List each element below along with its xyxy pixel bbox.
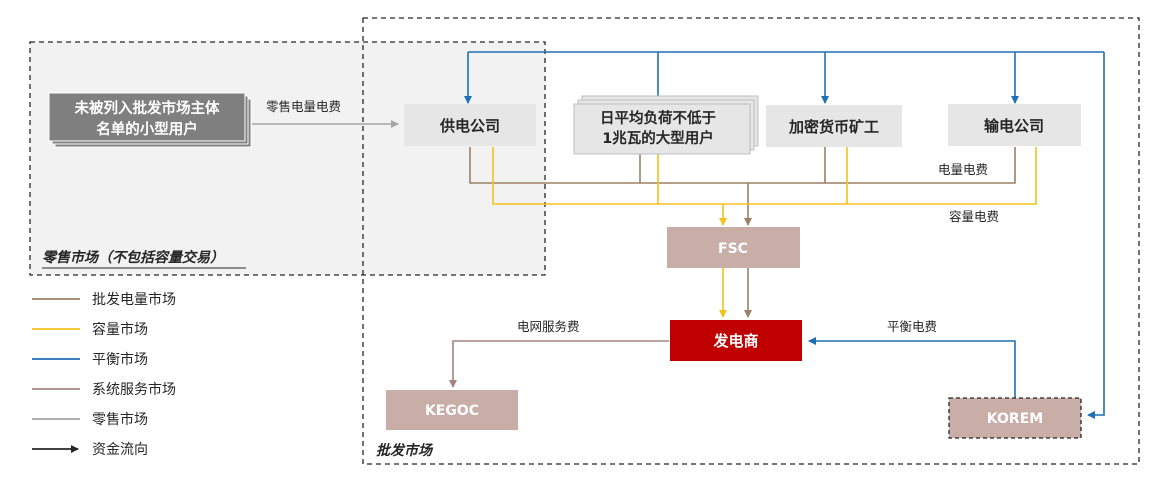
crypto-miners-label: 加密货币矿工 — [788, 118, 879, 136]
korem-label: KOREM — [987, 411, 1043, 427]
retail-market-label: 零售市场（不包括容量交易） — [42, 249, 224, 266]
legend-item: 平衡市场 — [32, 351, 148, 368]
generators-label: 发电商 — [712, 332, 758, 350]
wholesale-market-region — [362, 17, 1140, 465]
small-users-node: 未被列入批发市场主体 名单的小型用户 — [48, 92, 252, 148]
energy-fee-label: 电量电费 — [938, 162, 988, 177]
retail-fee-label: 零售电量电费 — [266, 99, 341, 114]
legend-item: 资金流向 — [32, 442, 148, 458]
legend-item: 系统服务市场 — [32, 381, 176, 398]
grid-service-fee-label: 电网服务费 — [517, 319, 580, 334]
supply-company-label: 供电公司 — [439, 117, 500, 135]
energy-flow-lines — [469, 147, 1016, 318]
fsc-label: FSC — [718, 241, 748, 257]
fsc-node: FSC — [667, 227, 800, 268]
transmission-company-label: 输电公司 — [984, 117, 1044, 135]
generators-node: 发电商 — [670, 320, 802, 361]
capacity-flow-lines — [492, 147, 1037, 318]
legend-label: 系统服务市场 — [92, 381, 176, 398]
crypto-miners-node: 加密货币矿工 — [766, 105, 902, 147]
legend-item: 容量市场 — [32, 321, 148, 338]
balancing-flow-lines — [464, 51, 1105, 437]
kegoc-node: KEGOC — [386, 390, 518, 430]
large-users-line2: 1兆瓦的大型用户 — [602, 129, 714, 147]
legend-label: 资金流向 — [92, 442, 148, 458]
small-users-line2: 名单的小型用户 — [96, 120, 198, 138]
large-users-node: 日平均负荷不低于 1兆瓦的大型用户 — [573, 95, 759, 155]
legend-label: 平衡市场 — [92, 351, 148, 368]
legend-label: 零售市场 — [92, 411, 148, 428]
legend-label: 容量市场 — [92, 321, 148, 338]
capacity-fee-label: 容量电费 — [949, 209, 999, 224]
transmission-company-node: 输电公司 — [948, 104, 1081, 146]
large-users-line1: 日平均负荷不低于 — [600, 109, 716, 127]
legend-item: 批发电量市场 — [32, 291, 176, 308]
kegoc-label: KEGOC — [425, 403, 479, 419]
korem-node: KOREM — [948, 397, 1082, 439]
legend-item: 零售市场 — [32, 411, 148, 428]
legend-label: 批发电量市场 — [92, 291, 176, 308]
system-service-flow-line — [449, 340, 669, 388]
balancing-fee-label: 平衡电费 — [887, 319, 937, 334]
small-users-line1: 未被列入批发市场主体 — [74, 99, 220, 117]
wholesale-market-label: 批发市场 — [376, 442, 434, 459]
retail-market-region — [29, 41, 546, 276]
supply-company-node: 供电公司 — [404, 104, 536, 146]
